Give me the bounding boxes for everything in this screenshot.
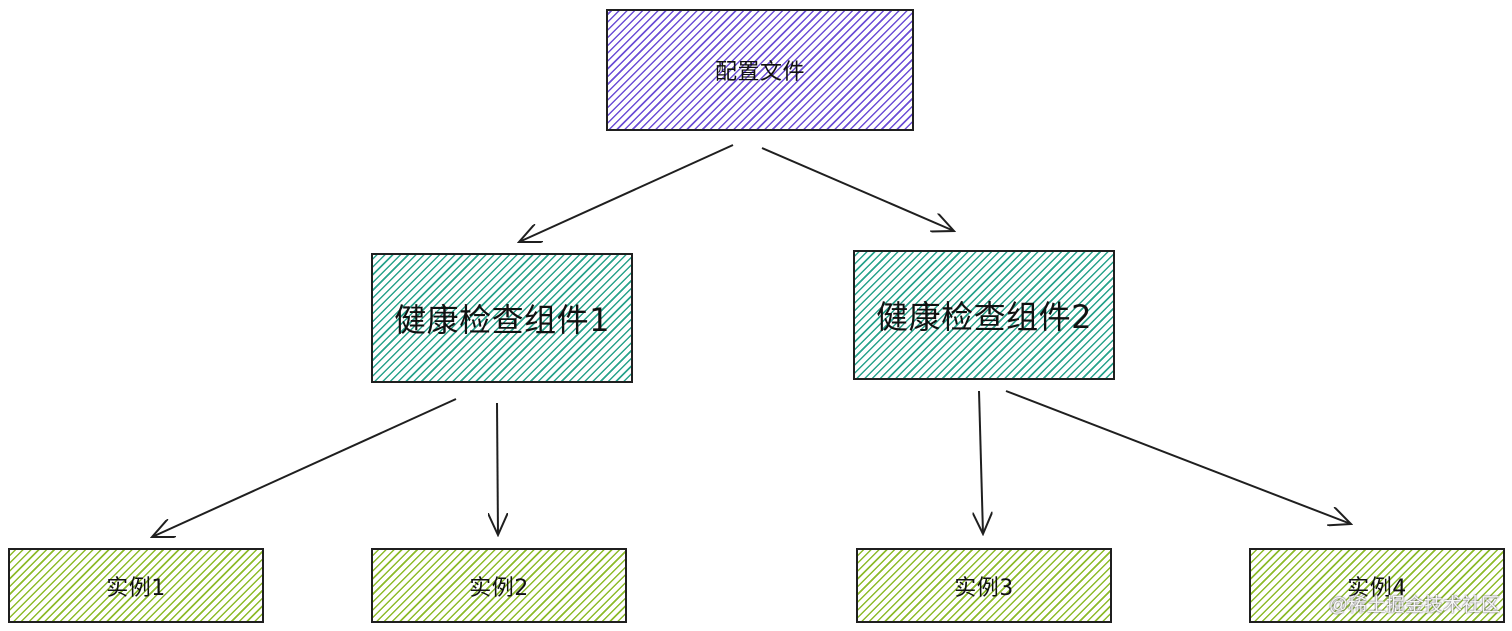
health-check-component-1-node: 健康检查组件1 [371, 253, 633, 383]
edge-hc1-to-inst2 [497, 402, 498, 535]
instance-4-label: 实例4 [1347, 575, 1407, 601]
watermark: @稀土掘金技术社区 [1328, 595, 1500, 616]
health-check-component-1-label: 健康检查组件1 [394, 301, 610, 339]
edge-config-to-hc1 [519, 144, 734, 242]
instance-2-node: 实例2 [371, 548, 627, 623]
instance-3-node: 实例3 [856, 548, 1112, 623]
instance-4-node: 实例4 [1249, 548, 1505, 623]
instance-3-label: 实例3 [954, 575, 1014, 601]
config-file-node: 配置文件 [606, 9, 914, 131]
health-check-component-2-label: 健康检查组件2 [876, 298, 1092, 336]
edge-hc2-to-inst3 [979, 390, 983, 534]
instance-2-label: 实例2 [469, 575, 529, 601]
health-check-component-2-node: 健康检查组件2 [853, 250, 1115, 380]
edge-hc2-to-inst4 [1005, 390, 1351, 524]
edge-config-to-hc2 [761, 147, 954, 231]
edge-hc1-to-inst1 [152, 398, 457, 537]
config-file-label: 配置文件 [714, 60, 805, 85]
instance-1-label: 实例1 [106, 575, 166, 601]
instance-1-node: 实例1 [8, 548, 264, 623]
